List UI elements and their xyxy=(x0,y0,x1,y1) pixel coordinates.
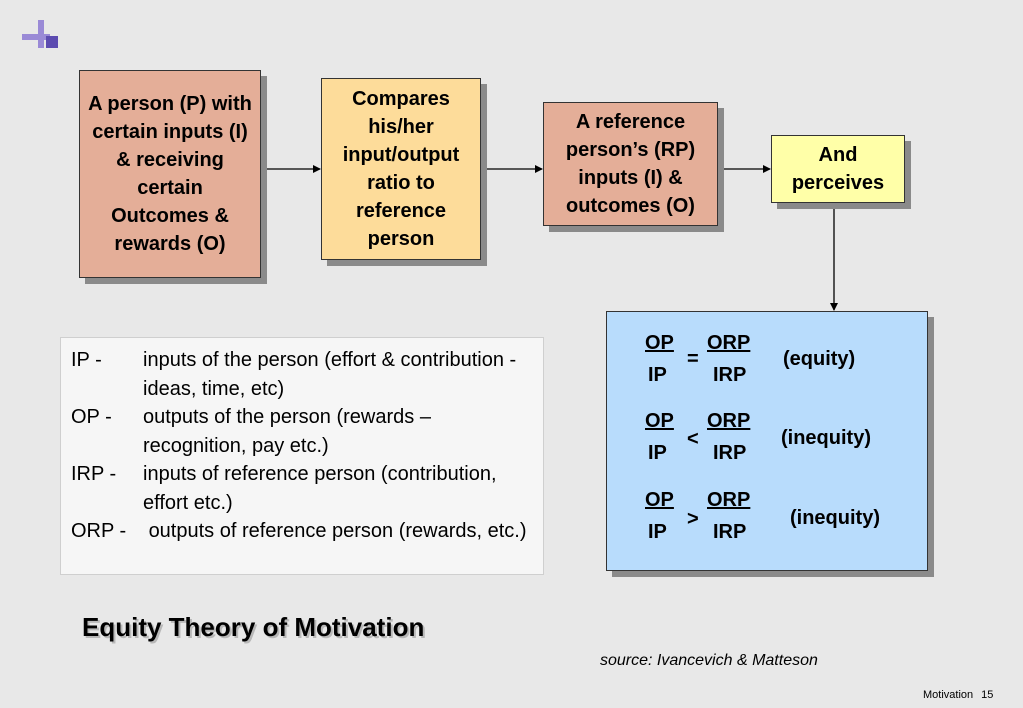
perceives-box-text: And perceives xyxy=(791,144,885,194)
eq1-ip: IP xyxy=(648,364,667,386)
legend-definition: outputs of reference person (rewards, et… xyxy=(143,520,527,542)
reference-person-box: A reference person’s (RP) inputs (I) & o… xyxy=(543,102,718,226)
legend-item-op: OP - outputs of the person (rewards – re… xyxy=(71,403,533,460)
legend-definition: inputs of the person (effort & contribut… xyxy=(143,349,517,400)
legend-abbr: ORP - xyxy=(71,520,127,542)
eq3-sign: > xyxy=(687,508,699,530)
eq2-ip: IP xyxy=(648,442,667,464)
legend-abbr: OP - xyxy=(71,406,112,428)
bullet-logo-icon xyxy=(22,20,58,50)
eq1-op: OP xyxy=(645,332,674,354)
eq2-op: OP xyxy=(645,410,674,432)
perceives-box: And perceives xyxy=(771,135,905,203)
legend-item-irp: IRP - inputs of reference person (contri… xyxy=(71,460,533,517)
legend-item-orp: ORP - outputs of reference person (rewar… xyxy=(71,517,533,546)
page-number: 15 xyxy=(981,689,994,701)
slide-footer: Motivation 15 xyxy=(923,689,993,701)
eq2-result: (inequity) xyxy=(781,427,871,449)
source-citation: source: Ivancevich & Matteson xyxy=(600,652,818,669)
eq3-op: OP xyxy=(645,489,674,511)
legend-definition: inputs of reference person (contribution… xyxy=(143,463,497,514)
eq1-orp: ORP xyxy=(707,332,751,354)
eq3-ip: IP xyxy=(648,521,667,543)
legend-definition: outputs of the person (rewards – recogni… xyxy=(143,406,431,457)
reference-box-text: A reference person’s (RP) inputs (I) & o… xyxy=(565,111,696,217)
person-box: A person (P) with certain inputs (I) & r… xyxy=(79,70,261,278)
person-box-text: A person (P) with certain inputs (I) & r… xyxy=(88,93,252,255)
eq1-sign: = xyxy=(687,348,699,370)
eq3-result: (inequity) xyxy=(790,507,880,529)
legend-item-ip: IP - inputs of the person (effort & cont… xyxy=(71,346,533,403)
eq1-result: (equity) xyxy=(783,348,856,370)
compares-box-text: Compares his/her input/output ratio to r… xyxy=(342,88,460,250)
legend-abbr: IRP - xyxy=(71,463,117,485)
eq3-orp: ORP xyxy=(707,489,751,511)
eq2-orp: ORP xyxy=(707,410,751,432)
legend-abbr: IP - xyxy=(71,349,102,371)
compares-box: Compares his/her input/output ratio to r… xyxy=(321,78,481,260)
slide-title: Equity Theory of Motivation xyxy=(82,612,425,642)
abbreviation-legend: IP - inputs of the person (effort & cont… xyxy=(60,337,544,575)
eq2-sign: < xyxy=(687,428,699,450)
eq2-irp: IRP xyxy=(713,442,747,464)
equity-equations-box: OP IP = ORP IRP (equity) OP IP < ORP IRP… xyxy=(606,311,928,571)
eq1-irp: IRP xyxy=(713,364,747,386)
eq3-irp: IRP xyxy=(713,521,747,543)
footer-label: Motivation xyxy=(923,689,974,701)
